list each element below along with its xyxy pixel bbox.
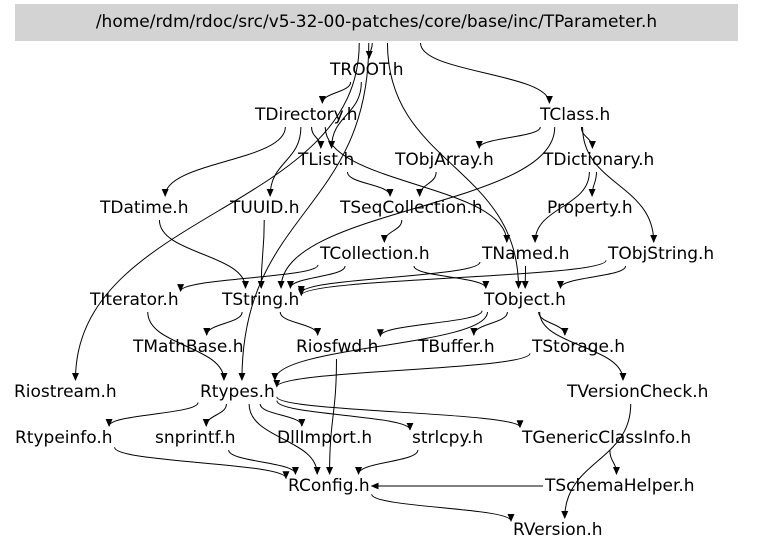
edge-root-to-troot bbox=[365, 42, 373, 59]
edge-tstring-to-riosfwd bbox=[279, 311, 322, 336]
edge-tdirectory-to-tnamed bbox=[324, 126, 511, 243]
node-troot[interactable]: TROOT.h bbox=[330, 60, 404, 80]
node-riostream[interactable]: Riostream.h bbox=[14, 382, 117, 402]
edge-rtypes-to-rconfig bbox=[248, 403, 321, 475]
node-tstorage[interactable]: TStorage.h bbox=[532, 337, 626, 357]
edge-tclass-to-tobjstring bbox=[582, 126, 658, 243]
edge-riosfwd-to-rconfig bbox=[326, 358, 337, 475]
edge-titerator-to-rtypes bbox=[147, 311, 228, 381]
root-file-label: /home/rdm/rdoc/src/v5-32-00-patches/core… bbox=[95, 12, 658, 32]
edge-rtypes-to-snprintf bbox=[202, 403, 227, 427]
node-rtypes[interactable]: Rtypes.h bbox=[200, 382, 275, 402]
node-property[interactable]: Property.h bbox=[547, 198, 633, 218]
edge-tseqcollection-to-tcollection bbox=[380, 219, 403, 243]
edge-tdatime-to-tstring bbox=[158, 219, 249, 289]
edge-troot-to-tlist bbox=[328, 81, 362, 149]
node-rconfig[interactable]: RConfig.h bbox=[288, 476, 370, 496]
edge-rtypes-to-tgenericclassinfo bbox=[276, 396, 524, 429]
node-tmathbase[interactable]: TMathBase.h bbox=[133, 337, 244, 357]
node-tobject[interactable]: TObject.h bbox=[484, 290, 566, 310]
node-tschemahelper[interactable]: TSchemaHelper.h bbox=[545, 476, 695, 496]
node-tgenericclassinfo[interactable]: TGenericClassInfo.h bbox=[522, 428, 692, 448]
node-tclass[interactable]: TClass.h bbox=[540, 105, 611, 125]
edge-troot-to-tdirectory bbox=[318, 81, 352, 104]
edge-tlist-to-tseqcollection bbox=[346, 171, 394, 197]
edge-tobjstring-to-tobject bbox=[557, 265, 627, 289]
edge-tgenericclassinfo-to-tschemahelper bbox=[609, 449, 620, 475]
node-tbuffer[interactable]: TBuffer.h bbox=[418, 337, 495, 357]
node-tuuid[interactable]: TUUID.h bbox=[230, 198, 300, 218]
edge-tuuid-to-tstring bbox=[257, 219, 265, 289]
node-tversioncheck[interactable]: TVersionCheck.h bbox=[567, 382, 709, 402]
edge-tclass-to-tstring bbox=[277, 126, 556, 289]
edge-tobjstring-to-tstring bbox=[297, 259, 607, 297]
node-tdictionary[interactable]: TDictionary.h bbox=[543, 150, 655, 170]
edge-tobject-to-tversioncheck bbox=[539, 311, 627, 381]
edge-tcollection-to-titerator bbox=[177, 264, 319, 293]
node-dllimport[interactable]: DllImport.h bbox=[277, 428, 373, 448]
edge-tstorage-to-rtypes bbox=[273, 352, 531, 388]
edge-tdictionary-to-tnamed bbox=[531, 171, 590, 243]
edge-rconfig-to-rversion bbox=[371, 493, 515, 523]
edge-tcollection-to-tstring bbox=[286, 265, 346, 289]
edge-rtypes-to-rtypeinfo bbox=[105, 402, 199, 427]
edge-tnamed-to-tstring bbox=[297, 261, 481, 294]
edge-rtypeinfo-to-rconfig bbox=[114, 446, 290, 480]
node-tobjstring[interactable]: TObjString.h bbox=[608, 244, 715, 264]
edge-tversioncheck-to-rversion bbox=[561, 403, 632, 519]
node-rversion[interactable]: RVersion.h bbox=[513, 520, 603, 540]
edge-rtypes-to-strlcpy bbox=[276, 400, 414, 431]
node-tstring[interactable]: TString.h bbox=[222, 290, 300, 310]
edge-tdictionary-to-property bbox=[588, 171, 597, 197]
node-tcollection[interactable]: TCollection.h bbox=[320, 244, 430, 264]
node-tnamed[interactable]: TNamed.h bbox=[482, 244, 570, 264]
node-tdatime[interactable]: TDatime.h bbox=[100, 198, 189, 218]
edge-tdirectory-to-tlist bbox=[311, 126, 325, 149]
edge-strlcpy-to-rconfig bbox=[355, 449, 419, 475]
edge-tobject-to-riosfwd bbox=[376, 310, 483, 338]
edge-root-to-rtypes bbox=[238, 42, 370, 381]
edge-root-to-riostream bbox=[71, 42, 360, 381]
node-tseqcollection[interactable]: TSeqCollection.h bbox=[340, 198, 483, 218]
node-rtypeinfo[interactable]: Rtypeinfo.h bbox=[15, 428, 113, 448]
edge-root-to-tobject bbox=[386, 42, 523, 289]
edge-tobject-to-rtypes bbox=[271, 311, 488, 381]
node-snprintf[interactable]: snprintf.h bbox=[155, 428, 236, 448]
edge-tdirectory-to-tuuid bbox=[266, 126, 302, 197]
edge-tdirectory-to-tdatime bbox=[161, 126, 286, 197]
edge-tcollection-to-tobject bbox=[413, 265, 490, 289]
edge-tobject-to-tbuffer bbox=[470, 311, 508, 336]
edge-tclass-to-tdictionary bbox=[580, 126, 596, 149]
node-tobjarray[interactable]: TObjArray.h bbox=[395, 150, 494, 170]
node-riosfwd[interactable]: Riosfwd.h bbox=[296, 337, 379, 357]
edge-tobjarray-to-tseqcollection bbox=[416, 171, 437, 197]
node-strlcpy[interactable]: strlcpy.h bbox=[412, 428, 484, 448]
node-titerator[interactable]: TIterator.h bbox=[90, 290, 179, 310]
edge-snprintf-to-rconfig bbox=[228, 449, 299, 475]
edge-tclass-to-tobjarray bbox=[475, 126, 541, 149]
edge-rtypes-to-dllimport bbox=[259, 403, 306, 427]
edge-tstring-to-tmathbase bbox=[203, 311, 243, 336]
root-file-node[interactable]: /home/rdm/rdoc/src/v5-32-00-patches/core… bbox=[15, 4, 738, 41]
node-tdirectory[interactable]: TDirectory.h bbox=[255, 105, 358, 125]
edge-root-to-tclass bbox=[420, 42, 553, 104]
node-tlist[interactable]: TList.h bbox=[298, 150, 355, 170]
